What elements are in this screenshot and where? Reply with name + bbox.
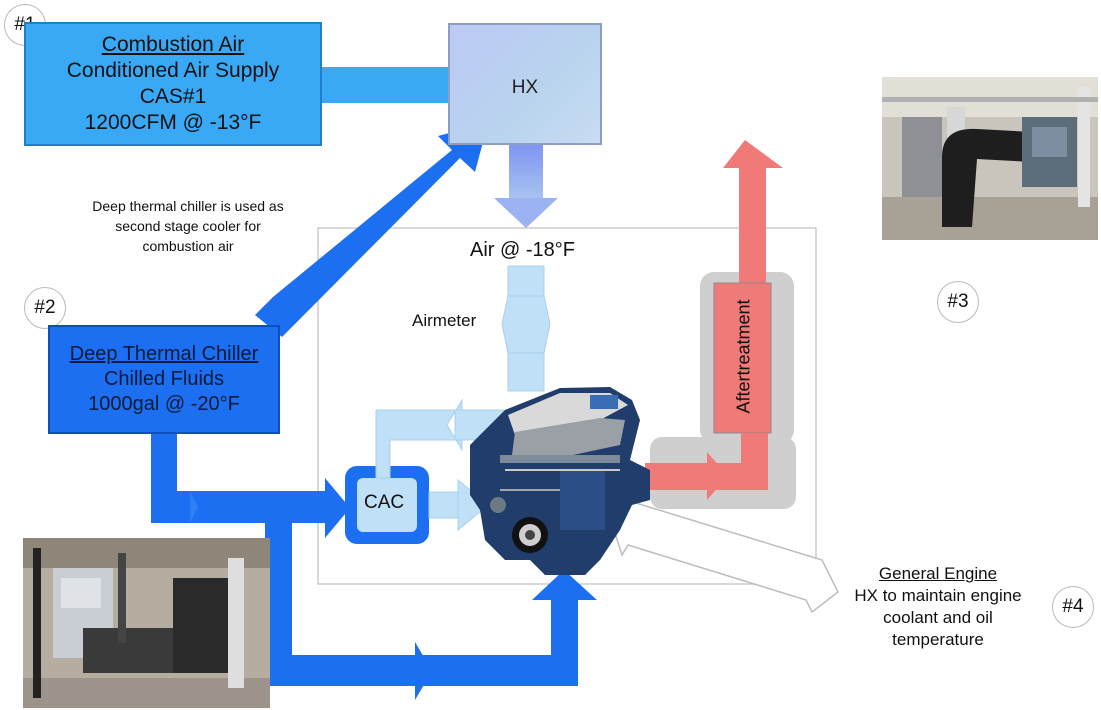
cas-photo-drawing <box>882 77 1098 240</box>
combustion-air-line1: Conditioned Air Supply <box>66 59 280 82</box>
engine-icon <box>470 387 650 575</box>
chiller-photo <box>23 538 270 708</box>
combustion-air-line3: 1200CFM @ -13°F <box>84 111 262 134</box>
general-engine-line2: coolant and oil <box>883 608 993 627</box>
badge-2: #2 <box>24 287 66 329</box>
general-engine-line3: temperature <box>892 630 984 649</box>
deep-thermal-chiller-box: Deep Thermal Chiller Chilled Fluids 1000… <box>48 325 280 434</box>
hx-outlet-arrow <box>494 145 558 228</box>
aftertreatment-label: Aftertreatment <box>733 299 754 414</box>
chiller-pipes <box>151 123 597 700</box>
dtc-line2: 1000gal @ -20°F <box>88 393 240 415</box>
chiller-photo-drawing <box>23 538 270 708</box>
air-temp-label: Air @ -18°F <box>470 239 575 261</box>
cas-photo <box>882 77 1098 240</box>
chiller-note: Deep thermal chiller is used as second s… <box>58 196 318 256</box>
badge-3: #3 <box>937 281 979 323</box>
airmeter-label: Airmeter <box>412 311 477 330</box>
badge-4: #4 <box>1052 586 1094 628</box>
combustion-air-box: Combustion Air Conditioned Air Supply CA… <box>24 22 322 146</box>
chiller-note-line1: Deep thermal chiller is used as <box>92 198 284 214</box>
general-engine-text: General Engine HX to maintain engine coo… <box>838 563 1038 651</box>
airmeter-duct <box>501 265 551 392</box>
chiller-note-line3: combustion air <box>142 238 234 254</box>
hx-label: HX <box>511 77 539 98</box>
cac-label: CAC <box>364 492 405 513</box>
combustion-air-line2: CAS#1 <box>139 85 207 108</box>
general-engine-title: General Engine <box>878 564 998 583</box>
cas-to-hx-duct <box>322 67 450 103</box>
general-engine-arrow <box>607 491 839 614</box>
general-engine-line1: HX to maintain engine <box>854 586 1022 605</box>
dtc-title: Deep Thermal Chiller <box>69 343 259 365</box>
exhaust-arrow <box>645 140 783 500</box>
combustion-air-title: Combustion Air <box>101 33 245 56</box>
chiller-note-line2: second stage cooler for <box>115 218 261 234</box>
dtc-line1: Chilled Fluids <box>103 368 225 390</box>
hx-box: HX <box>448 23 602 145</box>
